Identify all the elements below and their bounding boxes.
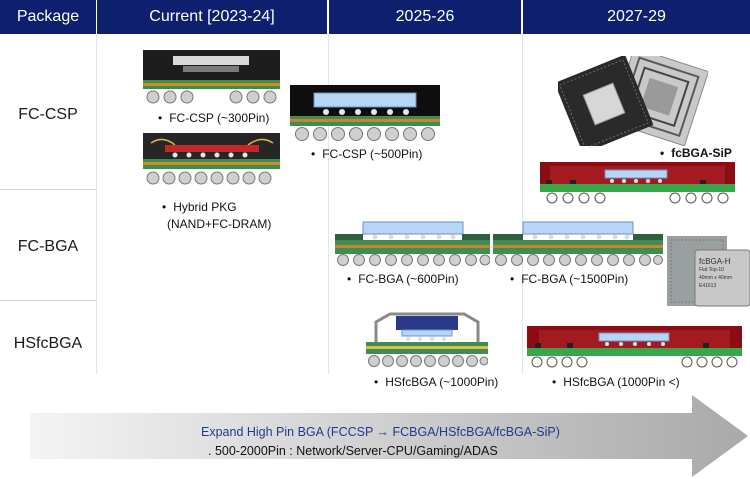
caption-fccsp-300: •FC-CSP (~300Pin): [158, 111, 270, 125]
caption-hsfcbga-1000: •HSfcBGA (~1000Pin): [374, 375, 499, 389]
fccsp-300-cross-section-icon: [143, 50, 280, 106]
column-divider: [328, 34, 329, 374]
row-label-fcbga: FC-BGA: [17, 238, 79, 255]
bga-chip-photo-icon: [558, 56, 708, 146]
caption-fcbga-sip: •fcBGA-SiP: [660, 146, 732, 160]
hybrid-pkg-cross-section-icon: [143, 133, 280, 189]
fcbga-600-cross-section-icon: [335, 220, 490, 268]
fcbga-1500-cross-section-icon: [493, 220, 663, 268]
arrow-line-1: Expand High Pin BGA (FCCSP → FCBGA/HSfcB…: [201, 425, 560, 439]
hsfcbga-1000-cross-section-icon: [366, 308, 488, 370]
fcbga-sip-cross-section-icon: [540, 162, 735, 204]
column-divider: [96, 34, 97, 374]
fccsp-500-cross-section-icon: [290, 85, 440, 143]
caption-hybrid-pkg: •Hybrid PKG (NAND+FC-DRAM): [162, 200, 272, 231]
expand-arrow: [30, 395, 750, 477]
header-package: Package: [0, 0, 96, 34]
row-label-hsfcbga: HSfcBGA: [13, 335, 83, 352]
caption-fccsp-500: •FC-CSP (~500Pin): [311, 147, 423, 161]
header-current: Current [2023-24]: [97, 0, 327, 34]
header-2025-26: 2025-26: [329, 0, 521, 34]
fcbga-h-chip-photo-icon: fcBGA-H Flat Top-10 40mm x 40mm E41613: [667, 236, 750, 308]
caption-hsfcbga-1000plus: •HSfcBGA (1000Pin <): [552, 375, 680, 389]
header-2027-29: 2027-29: [523, 0, 750, 34]
caption-fcbga-1500: •FC-BGA (~1500Pin): [510, 272, 629, 286]
row-divider: [0, 189, 96, 190]
chip-marking: fcBGA-H Flat Top-10 40mm x 40mm E41613: [699, 257, 733, 290]
hsfcbga-1000plus-cross-section-icon: [527, 326, 742, 368]
arrow-line-2: . 500-2000Pin : Network/Server-CPU/Gamin…: [208, 444, 498, 458]
row-label-fccsp: FC-CSP: [18, 106, 78, 123]
caption-fcbga-600: •FC-BGA (~600Pin): [347, 272, 459, 286]
column-divider: [522, 34, 523, 374]
row-divider: [0, 300, 96, 301]
